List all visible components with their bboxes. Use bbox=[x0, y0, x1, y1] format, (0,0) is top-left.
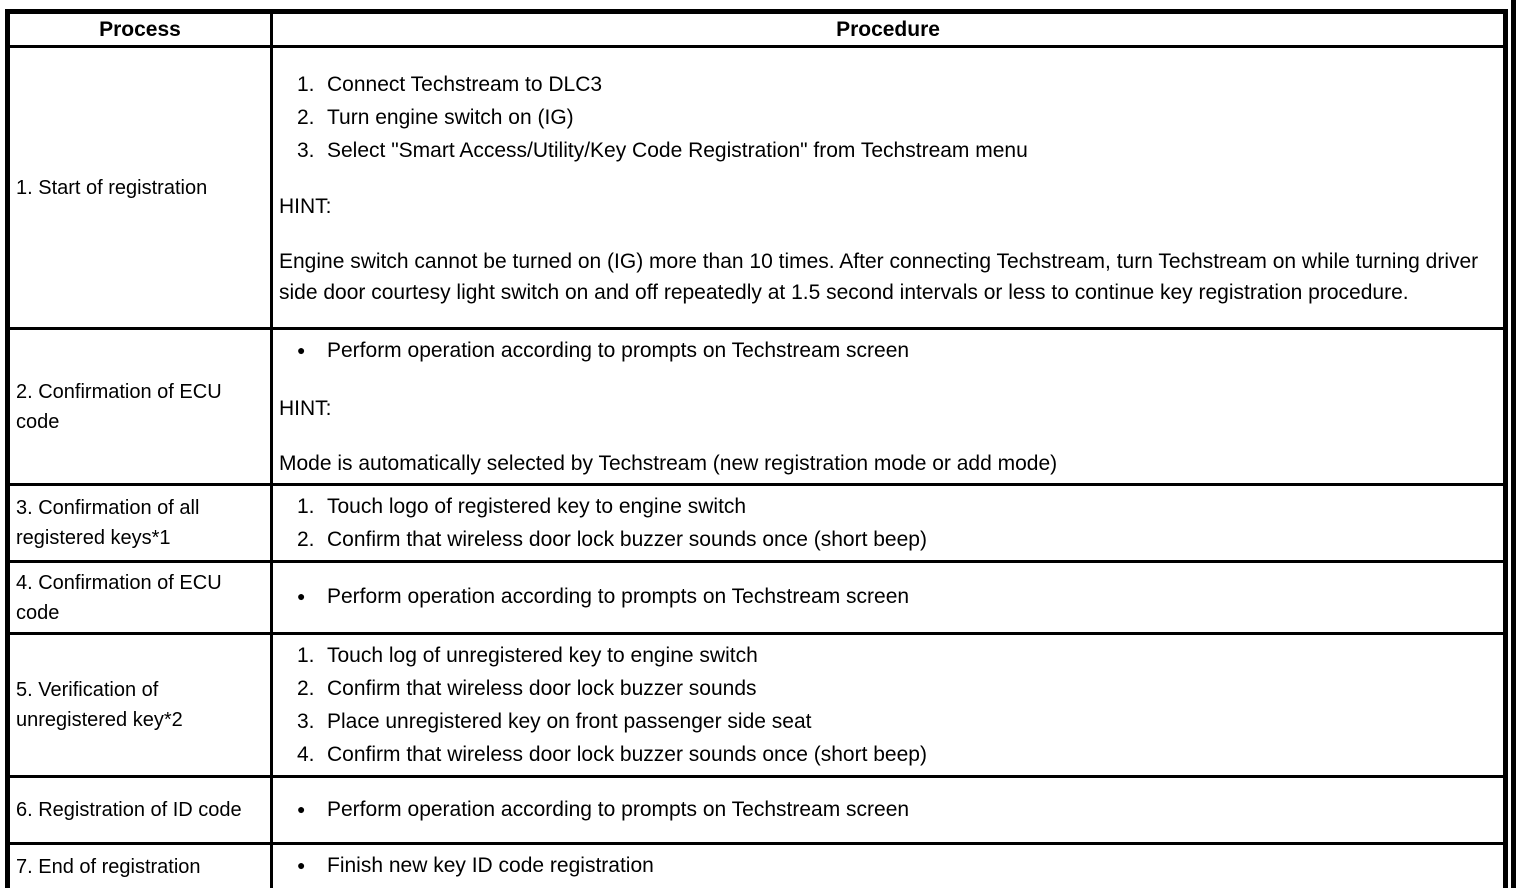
bullet-icon: ● bbox=[297, 588, 306, 604]
step-number: 1. bbox=[297, 495, 315, 518]
table-header-row: Process Procedure bbox=[6, 10, 1507, 48]
step-text: Perform operation according to prompts o… bbox=[327, 797, 910, 821]
step-number: 1. bbox=[297, 644, 315, 667]
table-row: 4. Confirmation of ECU code ● Perform op… bbox=[6, 560, 1507, 635]
step-text: Touch log of unregistered key to engine … bbox=[327, 644, 758, 667]
step-item: 2. Turn engine switch on (IG) bbox=[279, 101, 1495, 134]
step-item: 1. Touch log of unregistered key to engi… bbox=[279, 639, 1495, 672]
step-number: 1. bbox=[297, 72, 315, 96]
numbered-step-list: 1. Touch logo of registered key to engin… bbox=[279, 490, 1495, 556]
step-number: 2. bbox=[297, 677, 315, 700]
hint-text: Mode is automatically selected by Techst… bbox=[279, 452, 1058, 475]
table-row: 3. Confirmation of all registered keys*1… bbox=[6, 483, 1507, 563]
step-item: ● Finish new key ID code registration bbox=[279, 849, 1495, 884]
step-number: 2. bbox=[297, 528, 315, 551]
step-text: Confirm that wireless door lock buzzer s… bbox=[327, 677, 757, 700]
bullet-icon: ● bbox=[297, 800, 306, 817]
procedure-cell: 1. Connect Techstream to DLC3 2. Turn en… bbox=[270, 45, 1507, 330]
hint-label: HINT: bbox=[279, 194, 332, 218]
step-text: Connect Techstream to DLC3 bbox=[327, 72, 603, 96]
process-cell: 2. Confirmation of ECU code bbox=[6, 327, 273, 486]
step-item: 3. Place unregistered key on front passe… bbox=[279, 705, 1495, 738]
procedure-cell: 1. Touch log of unregistered key to engi… bbox=[270, 632, 1507, 778]
step-item: 4. Confirm that wireless door lock buzze… bbox=[279, 738, 1495, 771]
step-number: 3. bbox=[297, 710, 315, 733]
procedure-cell: 1. Touch logo of registered key to engin… bbox=[270, 483, 1507, 563]
procedure-cell: ● Perform operation according to prompts… bbox=[270, 327, 1507, 486]
table-row: 1. Start of registration 1. Connect Tech… bbox=[6, 45, 1507, 330]
step-number: 4. bbox=[297, 743, 315, 766]
hint-text: Engine switch cannot be turned on (IG) m… bbox=[279, 249, 1479, 304]
table-row: 5. Verification of unregistered key*2 1.… bbox=[6, 632, 1507, 778]
bullet-step-list: ● Finish new key ID code registration bbox=[279, 849, 1495, 884]
bullet-step-list: ● Perform operation according to prompts… bbox=[279, 334, 1495, 369]
table-row: 2. Confirmation of ECU code ● Perform op… bbox=[6, 327, 1507, 486]
numbered-step-list: 1. Touch log of unregistered key to engi… bbox=[279, 639, 1495, 771]
step-item: 3. Select "Smart Access/Utility/Key Code… bbox=[279, 134, 1495, 167]
bullet-step-list: ● Perform operation according to prompts… bbox=[279, 793, 1495, 828]
step-item: 1. Connect Techstream to DLC3 bbox=[279, 68, 1495, 101]
step-item: ● Perform operation according to prompts… bbox=[279, 793, 1495, 828]
step-text: Confirm that wireless door lock buzzer s… bbox=[327, 528, 927, 551]
step-text: Perform operation according to prompts o… bbox=[327, 339, 910, 362]
hint-label: HINT: bbox=[279, 397, 332, 420]
step-text: Turn engine switch on (IG) bbox=[327, 105, 574, 129]
step-text: Perform operation according to prompts o… bbox=[327, 585, 910, 608]
step-item: ● Perform operation according to prompts… bbox=[279, 334, 1495, 369]
step-number: 2. bbox=[297, 105, 315, 129]
process-cell: 1. Start of registration bbox=[6, 45, 273, 330]
process-cell: 3. Confirmation of all registered keys*1 bbox=[6, 483, 273, 563]
procedure-cell: ● Perform operation according to prompts… bbox=[270, 775, 1507, 845]
procedure-cell: ● Finish new key ID code registration bbox=[270, 842, 1507, 888]
bullet-step-list: ● Perform operation according to prompts… bbox=[279, 580, 1495, 615]
step-text: Finish new key ID code registration bbox=[327, 854, 654, 877]
step-text: Confirm that wireless door lock buzzer s… bbox=[327, 743, 927, 766]
numbered-step-list: 1. Connect Techstream to DLC3 2. Turn en… bbox=[279, 68, 1495, 167]
process-cell: 4. Confirmation of ECU code bbox=[6, 560, 273, 635]
step-item: 2. Confirm that wireless door lock buzze… bbox=[279, 523, 1495, 556]
table-row: 7. End of registration ● Finish new key … bbox=[6, 842, 1507, 888]
step-item: 2. Confirm that wireless door lock buzze… bbox=[279, 672, 1495, 705]
step-text: Select "Smart Access/Utility/Key Code Re… bbox=[327, 138, 1028, 162]
process-column-header: Process bbox=[6, 10, 273, 48]
process-cell: 7. End of registration bbox=[6, 842, 273, 888]
bullet-icon: ● bbox=[297, 342, 306, 358]
scan-artifact-edge-line bbox=[1511, 0, 1516, 888]
process-cell: 6. Registration of ID code bbox=[6, 775, 273, 845]
step-item: ● Perform operation according to prompts… bbox=[279, 580, 1495, 615]
step-text: Place unregistered key on front passenge… bbox=[327, 710, 812, 733]
step-number: 3. bbox=[297, 138, 315, 162]
bullet-icon: ● bbox=[297, 857, 306, 873]
procedure-cell: ● Perform operation according to prompts… bbox=[270, 560, 1507, 635]
process-cell: 5. Verification of unregistered key*2 bbox=[6, 632, 273, 778]
step-item: 1. Touch logo of registered key to engin… bbox=[279, 490, 1495, 523]
table-row: 6. Registration of ID code ● Perform ope… bbox=[6, 775, 1507, 845]
key-registration-procedure-table: Process Procedure 1. Start of registrati… bbox=[5, 9, 1508, 888]
step-text: Touch logo of registered key to engine s… bbox=[327, 495, 747, 518]
procedure-column-header: Procedure bbox=[270, 10, 1507, 48]
